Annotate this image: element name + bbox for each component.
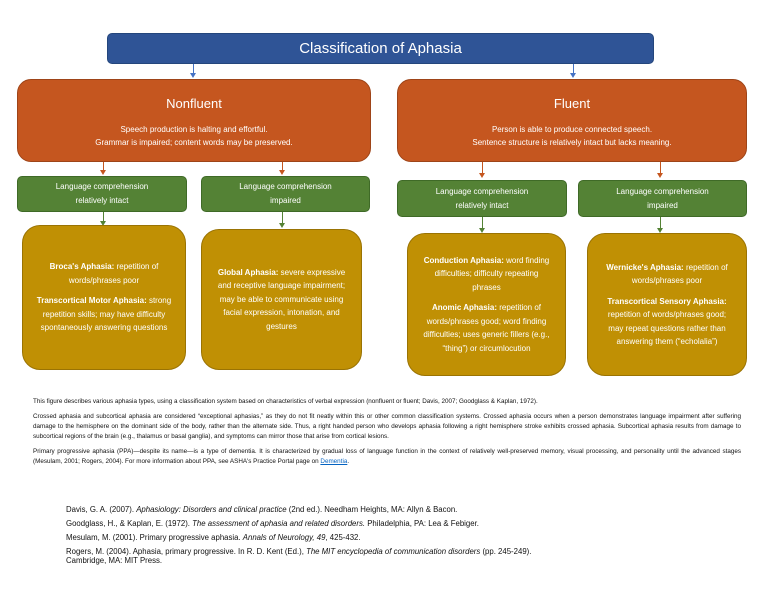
- wernicke-aphasia-text: repetition of words/phrases poor: [631, 262, 728, 286]
- anomic-aphasia-text: repetition of words/phrases good; word f…: [423, 303, 550, 353]
- reference-rogers: Rogers, M. (2004). Aphasia, primary prog…: [66, 545, 716, 559]
- global-aphasia-term: Global Aphasia:: [217, 267, 279, 277]
- note-classification: This figure describes various aphasia ty…: [33, 398, 538, 405]
- reference-rogers-b: (pp. 245-249).: [480, 547, 532, 556]
- note-ppa-text: Primary progressive aphasia (PPA)—despit…: [33, 448, 741, 465]
- note-exceptional-aphasias: Crossed aphasia and subcortical aphasia …: [33, 413, 741, 440]
- reference-goodglass-title: The assessment of aphasia and related di…: [192, 519, 366, 528]
- transcortical-sensory-text: repetition of words/phrases good; may re…: [607, 310, 727, 346]
- global-aphasia-item: Global Aphasia: severe expressive and re…: [214, 266, 349, 334]
- anomic-aphasia-term: Anomic Aphasia:: [431, 303, 497, 313]
- comp-impaired-line1: Language comprehension: [616, 186, 709, 196]
- comp-intact-line1: Language comprehension: [435, 186, 529, 196]
- reference-rogers-a: Rogers, M. (2004). Aphasia, primary prog…: [66, 547, 307, 556]
- reference-davis-a: Davis, G. A. (2007).: [66, 505, 137, 514]
- transcortical-sensory-item: Transcortical Sensory Aphasia: repetitio…: [600, 295, 734, 349]
- dementia-link[interactable]: Dementia: [320, 458, 348, 465]
- wernicke-transcortical-sensory-card: Wernicke's Aphasia: repetition of words/…: [587, 233, 747, 376]
- nonfluent-desc-line1: Speech production is halting and effortf…: [120, 125, 268, 134]
- nonfluent-desc-line2: Grammar is impaired; content words may b…: [95, 138, 293, 147]
- reference-rogers-title: The MIT encyclopedia of communication di…: [306, 547, 481, 556]
- reference-davis-b: (2nd ed.). Needham Heights, MA: Allyn & …: [286, 505, 458, 514]
- broca-aphasia-term: Broca's Aphasia:: [49, 262, 115, 272]
- fluent-box: Fluent Person is able to produce connect…: [397, 79, 747, 162]
- comp-intact-line2: relatively intact: [455, 200, 509, 210]
- nonfluent-comprehension-impaired: Language comprehension impaired: [201, 176, 370, 212]
- reference-davis-title: Aphasiology: Disorders and clinical prac…: [136, 505, 287, 514]
- fluent-desc-line2: Sentence structure is relatively intact …: [472, 138, 672, 147]
- fluent-heading: Fluent: [553, 96, 591, 111]
- comp-impaired-line2: impaired: [270, 196, 301, 205]
- fluent-comprehension-intact: Language comprehension relatively intact: [397, 180, 567, 217]
- reference-mesulam-b: , 425-432.: [325, 533, 361, 542]
- broca-aphasia-item: Broca's Aphasia: repetition of words/phr…: [35, 260, 173, 287]
- reference-goodglass-a: Goodglass, H., & Kaplan, E. (1972).: [66, 519, 193, 528]
- explanatory-notes: This figure describes various aphasia ty…: [33, 397, 741, 472]
- reference-goodglass: Goodglass, H., & Kaplan, E. (1972). The …: [66, 517, 716, 531]
- nonfluent-heading: Nonfluent: [166, 96, 222, 111]
- conduction-aphasia-item: Conduction Aphasia: word finding difficu…: [420, 254, 553, 295]
- comp-intact-line1: Language comprehension: [55, 182, 149, 191]
- fluent-desc-line1: Person is able to produce connected spee…: [491, 125, 653, 134]
- reference-rogers-publisher: Cambridge, MA: MIT Press.: [66, 556, 163, 565]
- conduction-aphasia-term: Conduction Aphasia:: [423, 255, 504, 265]
- comp-impaired-line2: impaired: [647, 200, 678, 210]
- wernicke-aphasia-term: Wernicke's Aphasia:: [606, 262, 684, 272]
- reference-davis: Davis, G. A. (2007). Aphasiology: Disord…: [66, 503, 716, 517]
- broca-transcortical-motor-card: Broca's Aphasia: repetition of words/phr…: [22, 225, 186, 370]
- references-list: Davis, G. A. (2007). Aphasiology: Disord…: [66, 503, 716, 566]
- diagram-title-text: Classification of Aphasia: [299, 40, 462, 57]
- reference-goodglass-b: Philadelphia, PA: Lea & Febiger.: [365, 519, 479, 528]
- global-aphasia-text: severe expressive and receptive language…: [217, 267, 346, 331]
- transcortical-motor-term: Transcortical Motor Aphasia:: [36, 296, 147, 306]
- wernicke-aphasia-item: Wernicke's Aphasia: repetition of words/…: [600, 261, 734, 288]
- note-ppa-end: .: [347, 458, 350, 465]
- comp-intact-line2: relatively intact: [75, 196, 129, 205]
- anomic-aphasia-item: Anomic Aphasia: repetition of words/phra…: [420, 301, 553, 355]
- nonfluent-comprehension-intact: Language comprehension relatively intact: [17, 176, 187, 212]
- diagram-title: Classification of Aphasia: [107, 33, 654, 64]
- fluent-comprehension-impaired: Language comprehension impaired: [578, 180, 747, 217]
- conduction-aphasia-text: word finding difficulties; difficulty re…: [434, 255, 550, 292]
- transcortical-motor-text: strong repetition skills; may have diffi…: [40, 296, 172, 333]
- conduction-anomic-card: Conduction Aphasia: word finding difficu…: [407, 233, 566, 376]
- nonfluent-box: Nonfluent Speech production is halting a…: [17, 79, 371, 162]
- reference-mesulam-journal: Annals of Neurology, 49: [242, 533, 326, 542]
- transcortical-sensory-term: Transcortical Sensory Aphasia:: [607, 296, 727, 306]
- comp-impaired-line1: Language comprehension: [239, 182, 332, 191]
- broca-aphasia-text: repetition of words/phrases poor: [68, 262, 159, 285]
- transcortical-motor-item: Transcortical Motor Aphasia: strong repe…: [35, 294, 173, 335]
- note-ppa: Primary progressive aphasia (PPA)—despit…: [33, 447, 741, 467]
- global-aphasia-card: Global Aphasia: severe expressive and re…: [201, 229, 362, 370]
- reference-mesulam-a: Mesulam, M. (2001). Primary progressive …: [66, 533, 243, 542]
- reference-mesulam: Mesulam, M. (2001). Primary progressive …: [66, 531, 716, 545]
